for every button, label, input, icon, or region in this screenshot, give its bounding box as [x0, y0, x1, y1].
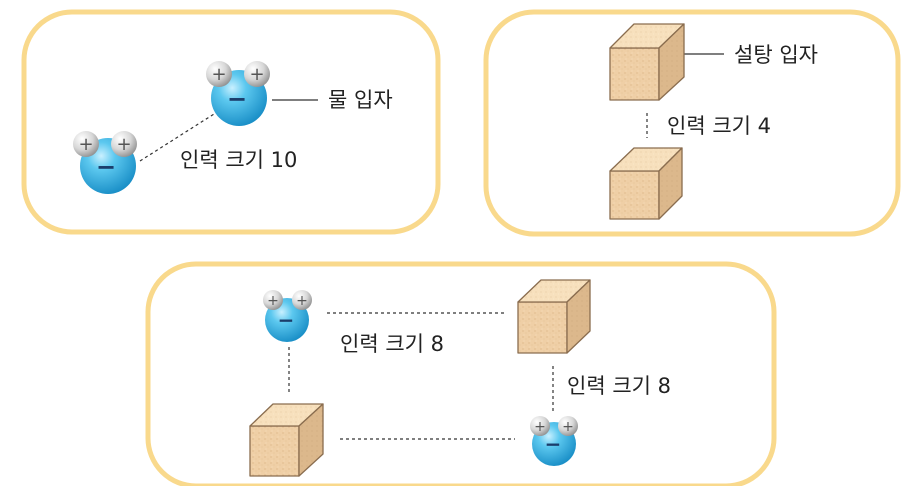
- attraction-line: [139, 113, 215, 162]
- panel-frame: [145, 261, 777, 486]
- positive-charge-sign: +: [267, 293, 279, 309]
- negative-charge-sign: −: [278, 308, 295, 332]
- water-particle: + + −: [206, 61, 270, 126]
- panel-water-water: + + − + + − 물 입자 인력 크기 10: [21, 9, 441, 235]
- hydrogen-atom: [244, 61, 270, 87]
- force-label-vertical: 인력 크기 8: [567, 374, 671, 398]
- force-label: 인력 크기 10: [180, 148, 297, 172]
- sugar-particle-label: 설탕 입자: [734, 43, 818, 67]
- negative-charge-sign: −: [545, 432, 562, 456]
- positive-charge-sign: +: [296, 293, 308, 309]
- hydrogen-atom: [558, 416, 578, 436]
- sugar-particle: [249, 403, 324, 477]
- panel-water-sugar: + + − + + − 인력 크기 8 인력 크기 8: [145, 261, 777, 486]
- sugar-particle: [609, 23, 685, 101]
- positive-charge-sign: +: [78, 134, 93, 155]
- sugar-particle: [517, 279, 591, 354]
- negative-charge-sign: −: [96, 153, 116, 181]
- water-particle: + + −: [73, 131, 137, 194]
- hydrogen-atom: [530, 416, 550, 436]
- positive-charge-sign: +: [211, 64, 226, 85]
- panel-sugar-sugar: 설탕 입자 인력 크기 4: [483, 9, 901, 237]
- hydrogen-atom: [111, 131, 137, 157]
- sugar-particle: [609, 147, 683, 220]
- force-label: 인력 크기 4: [667, 114, 771, 138]
- water-particle-label: 물 입자: [328, 88, 393, 112]
- hydrogen-atom: [292, 290, 312, 310]
- positive-charge-sign: +: [249, 64, 264, 85]
- panel-frame: [483, 9, 901, 237]
- positive-charge-sign: +: [534, 419, 546, 435]
- hydrogen-atom: [206, 61, 232, 87]
- positive-charge-sign: +: [562, 419, 574, 435]
- positive-charge-sign: +: [116, 134, 131, 155]
- water-particle: + + −: [263, 290, 312, 342]
- negative-charge-sign: −: [227, 85, 247, 113]
- force-label-horizontal: 인력 크기 8: [340, 332, 444, 356]
- water-particle: + + −: [530, 416, 578, 466]
- hydrogen-atom: [263, 290, 283, 310]
- hydrogen-atom: [73, 131, 99, 157]
